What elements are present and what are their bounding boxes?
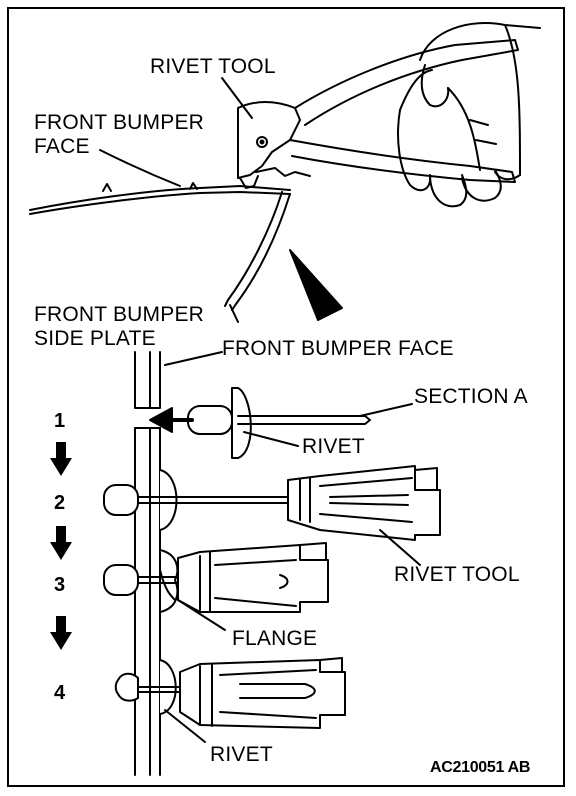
label-front-bumper-face-line1: FRONT BUMPER [34, 111, 205, 134]
label-rivet-tool-top: RIVET TOOL [150, 55, 276, 78]
label-section-a: SECTION A [414, 385, 528, 408]
step-number-4: 4 [54, 682, 66, 704]
figure-code: AC210051 AB [430, 759, 531, 776]
step-arrow-1 [50, 442, 72, 476]
label-side-plate-line1: FRONT BUMPER [34, 303, 205, 326]
rivet-loose [187, 387, 371, 459]
step-arrow-2 [50, 526, 72, 560]
stage-2-rivet-inserted [103, 465, 441, 541]
side-plate-section-lower [134, 427, 161, 776]
label-front-bumper-face-detail: FRONT BUMPER FACE [222, 337, 454, 360]
label-rivet-lower: RIVET [210, 743, 273, 766]
step-number-2: 2 [54, 492, 66, 514]
step-arrows [50, 442, 72, 650]
diagram-frame [7, 7, 565, 787]
step-number-1: 1 [54, 410, 66, 432]
label-rivet-upper: RIVET [302, 435, 365, 458]
stage-4-rivet-set [114, 657, 346, 729]
insert-arrow [149, 407, 173, 433]
section-a-view-arrow [289, 249, 343, 321]
side-plate-section-upper [134, 351, 161, 409]
label-flange: FLANGE [232, 627, 318, 650]
front-bumper-face-panel [29, 182, 291, 311]
step-number-3: 3 [54, 574, 66, 596]
label-side-plate-line2: SIDE PLATE [34, 327, 156, 350]
step-arrow-3 [50, 616, 72, 650]
stage-3-rivet-pulling [103, 542, 329, 613]
label-front-bumper-face-line2: FACE [34, 135, 90, 158]
label-rivet-tool-detail: RIVET TOOL [394, 563, 520, 586]
rivet-tool-handheld [237, 22, 541, 208]
